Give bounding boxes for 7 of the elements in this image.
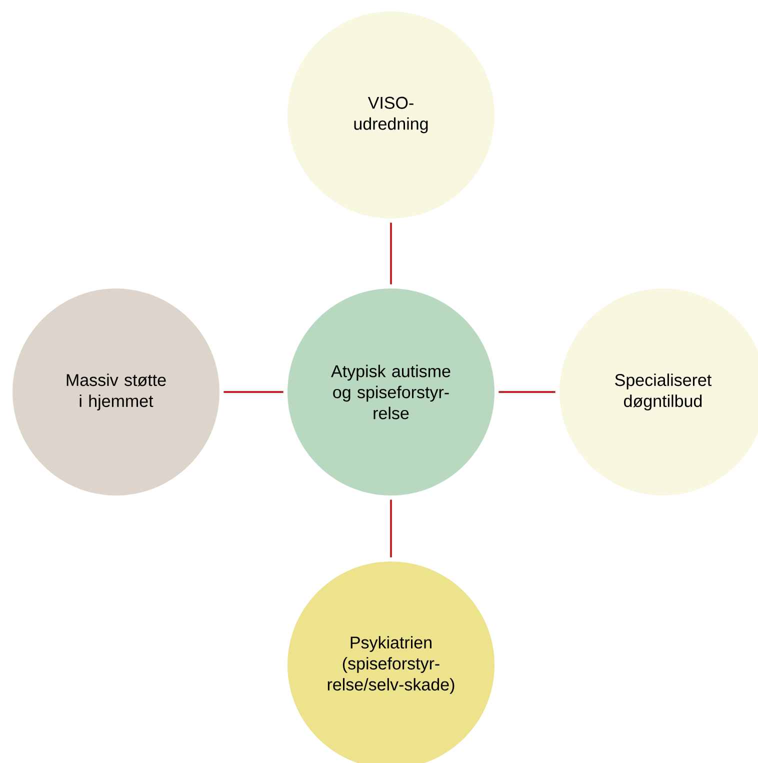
connector-line — [224, 391, 284, 393]
connector-line — [498, 391, 556, 393]
connector-line — [390, 222, 392, 284]
circle-node: Massiv støtte i hjemmet — [12, 288, 220, 496]
circle-node: Atypisk autisme og spiseforstyr-relse — [288, 288, 494, 496]
connector-line — [390, 500, 392, 558]
circle-node: VISO-udredning — [288, 12, 494, 218]
